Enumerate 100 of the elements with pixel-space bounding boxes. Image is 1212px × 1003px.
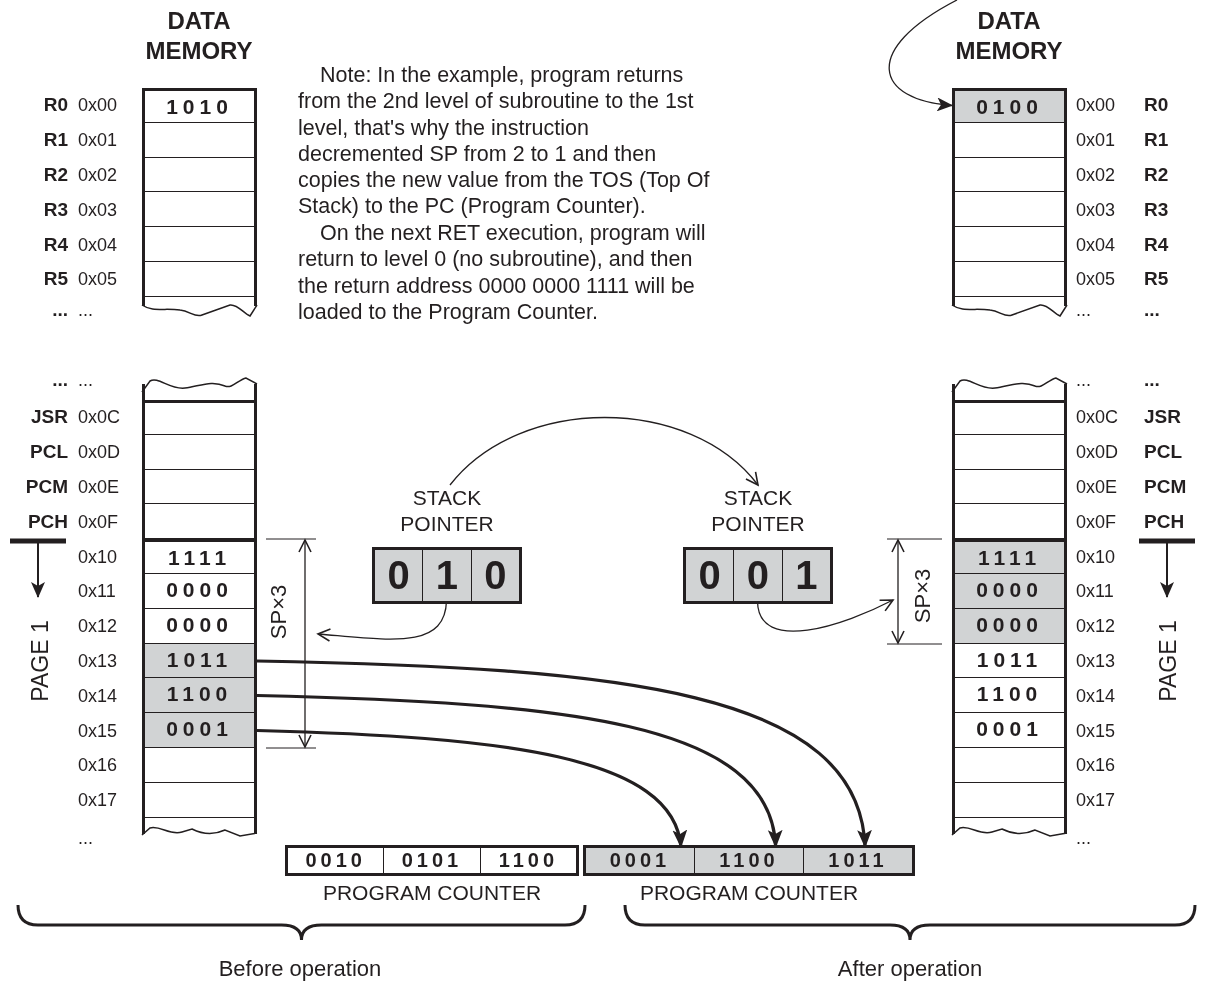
register-cell: 1 (781, 550, 830, 601)
address-label: 0x0E (1076, 476, 1119, 499)
caption: After operation (836, 955, 984, 983)
ellipsis: ... (1076, 827, 1092, 850)
register-name: R4 (1144, 232, 1170, 257)
memory-cell: 0100 (952, 88, 1067, 123)
register-name: R2 (1144, 163, 1170, 187)
register-cell: 1 (422, 550, 471, 601)
dimension-label: SP×3 (909, 567, 936, 626)
memory-cell: 1011 (142, 644, 257, 678)
ellipsis: ... (1144, 298, 1161, 322)
memory-heading: DATA MEMORY (954, 6, 1064, 66)
address-label: 0x0C (78, 406, 122, 430)
address-label: 0x16 (78, 754, 119, 778)
register-name: PCH (1144, 509, 1186, 534)
ellipsis: ... (78, 299, 94, 322)
page-label: PAGE 1 (1155, 619, 1181, 704)
register-label: PROGRAM COUNTER (638, 880, 860, 906)
register-cell: 0 (375, 550, 423, 601)
address-label: 0x14 (1076, 684, 1117, 708)
dimension-label: SP×3 (265, 583, 292, 642)
memory-cell: 1111 (952, 539, 1067, 574)
memory-cell: 0000 (952, 574, 1067, 609)
register-name: PCL (29, 440, 68, 465)
register-name: R0 (1144, 93, 1170, 118)
register-name: R1 (42, 128, 68, 153)
ellipsis: ... (78, 827, 94, 850)
address-label: 0x13 (1076, 650, 1117, 673)
register-name: JSR (30, 405, 68, 430)
memory-cell (952, 400, 1067, 435)
register-name: PCL (1144, 440, 1183, 465)
register-cell: 0 (733, 550, 782, 601)
register-name: R5 (42, 267, 68, 292)
ellipsis: ... (78, 369, 94, 392)
address-label: 0x05 (1076, 268, 1117, 292)
arrow (888, 0, 958, 111)
memory-cell: 1100 (142, 678, 257, 713)
note-text: On the next RET execution, program will return to level 0 (no subroutine), and then the return address 0000 0000 1111 will be loaded to the Program Counter. (298, 220, 707, 326)
address-label: 0x0D (1076, 441, 1120, 465)
address-label: 0x02 (78, 164, 119, 187)
register-cell: 1100 (694, 848, 803, 873)
address-label: 0x03 (78, 198, 119, 222)
address-label: 0x0D (78, 441, 122, 465)
ellipsis: ... (51, 298, 68, 322)
note-text: Note: In the example, program returns from the 2nd level of subroutine to the 1st level, that's why the instruction decremented SP from 2 to 1 and then copies the new value from the TOS (Top Of Stack) to the PC (Program Counter). (298, 62, 711, 220)
memory-cell (142, 400, 257, 435)
memory-heading: DATA MEMORY (144, 6, 254, 66)
address-label: 0x0E (78, 476, 121, 499)
arrow (756, 599, 894, 632)
address-label: 0x0F (78, 510, 120, 534)
register-name: PCM (24, 475, 68, 499)
address-label: 0x11 (1076, 580, 1115, 604)
register-name: R0 (42, 93, 68, 118)
address-label: 0x04 (1076, 233, 1117, 257)
memory-cell: 0001 (142, 713, 257, 748)
page-label: PAGE 1 (27, 619, 53, 704)
ellipsis: ... (1076, 299, 1092, 322)
address-label: 0x17 (1076, 789, 1117, 813)
address-label: 0x11 (78, 580, 117, 604)
address-label: 0x13 (78, 650, 119, 673)
memory-cell: 1010 (142, 88, 257, 123)
address-label: 0x04 (78, 233, 119, 257)
register-cell: 1011 (803, 848, 912, 873)
register-cell: 0 (470, 550, 519, 601)
register-label: STACK POINTER (710, 485, 806, 537)
address-label: 0x03 (1076, 198, 1117, 222)
memory-cell: 0000 (952, 609, 1067, 644)
address-label: 0x12 (1076, 615, 1117, 639)
register-name: R3 (1144, 197, 1170, 222)
address-label: 0x0C (1076, 406, 1120, 430)
register-name: PCM (1144, 475, 1188, 499)
address-label: 0x15 (78, 719, 119, 743)
address-label: 0x00 (78, 94, 119, 118)
address-label: 0x14 (78, 684, 119, 708)
register-name: R3 (42, 197, 68, 222)
address-label: 0x17 (78, 789, 119, 813)
register-name: R2 (42, 163, 68, 187)
address-label: 0x15 (1076, 719, 1117, 743)
register-name: R5 (1144, 267, 1170, 292)
address-label: 0x16 (1076, 754, 1117, 778)
arrow (449, 416, 759, 486)
memory-cell: 1111 (142, 539, 257, 574)
address-label: 0x01 (1076, 129, 1117, 153)
ellipsis: ... (1076, 369, 1092, 392)
address-label: 0x10 (78, 545, 119, 569)
address-label: 0x02 (1076, 164, 1117, 187)
address-label: 0x10 (1076, 545, 1117, 569)
ellipsis: ... (51, 368, 68, 392)
caption: Before operation (217, 955, 383, 983)
ellipsis: ... (1144, 368, 1161, 392)
register-name: R4 (42, 232, 68, 257)
address-label: 0x0F (1076, 510, 1118, 534)
register-cell: 0 (686, 550, 734, 601)
register-name: JSR (1144, 405, 1182, 430)
address-label: 0x12 (78, 615, 119, 639)
register-label: PROGRAM COUNTER (321, 880, 543, 906)
register-label: STACK POINTER (399, 485, 495, 537)
register-name: R1 (1144, 128, 1170, 153)
address-label: 0x01 (78, 129, 119, 153)
address-label: 0x05 (78, 268, 119, 292)
